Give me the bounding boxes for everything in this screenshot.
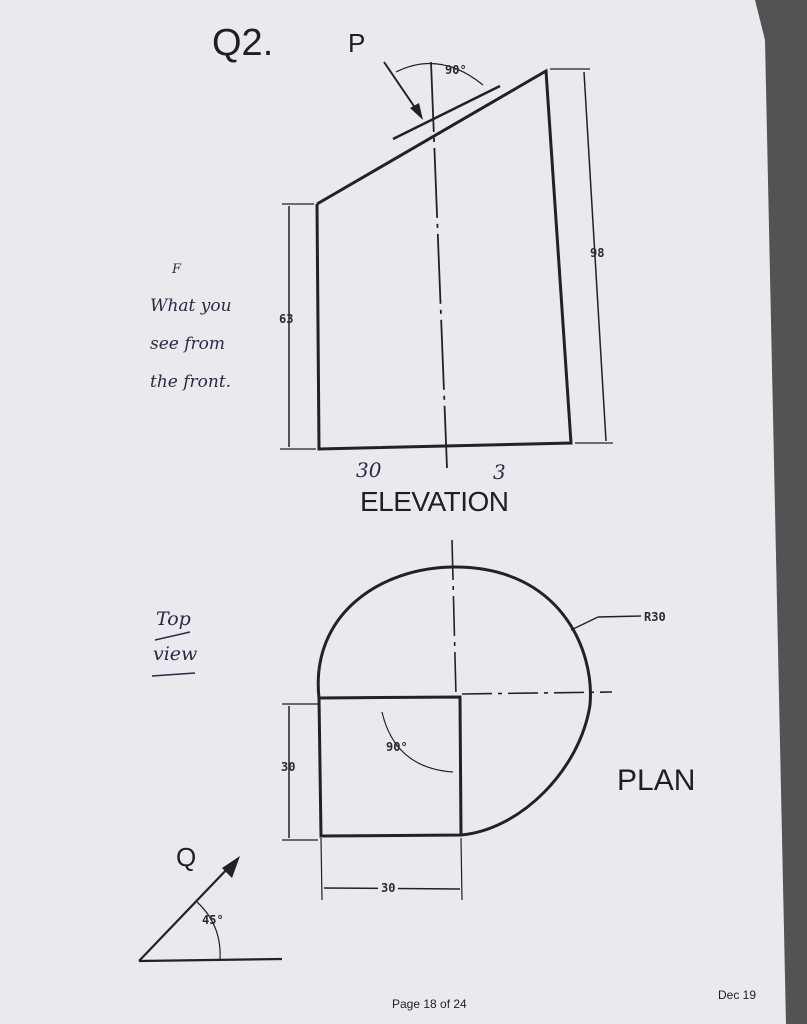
dim-bottom-30-label: 30 <box>378 881 399 895</box>
plan-vertical-centerline <box>451 539 457 697</box>
handwritten-front-line2: see from <box>150 334 226 354</box>
dim-line-98 <box>583 71 607 442</box>
question-title: Q2. <box>212 22 274 64</box>
dim-98-label: 98 <box>590 246 605 260</box>
handwritten-mark: F <box>172 262 182 277</box>
q-angle-label: 45° <box>202 913 224 927</box>
handwritten-front-line1: What you <box>150 296 232 316</box>
plan-angle-arc <box>381 711 454 773</box>
p-arrow-head <box>410 103 423 120</box>
plan-drawing <box>282 539 642 901</box>
q-arrow-line <box>138 865 231 962</box>
footer-date: Dec 19 <box>718 988 757 1002</box>
plan-angle-label: 90° <box>386 740 408 754</box>
elevation-angle-arc <box>395 62 484 86</box>
handwritten-elevation-30: 30 <box>356 458 382 482</box>
handwritten-front-line3: the front. <box>150 372 232 392</box>
elevation-centerline <box>430 61 448 469</box>
q-angle-arc <box>196 901 221 961</box>
q-arrow-diagram <box>138 856 283 963</box>
elevation-label: ELEVATION <box>360 486 509 517</box>
elevation-outline <box>315 68 573 451</box>
dim-left-30-label: 30 <box>281 760 296 774</box>
handwritten-top-line2: view <box>153 643 198 665</box>
view-arrow-q-label: Q <box>176 842 197 872</box>
handwritten-elevation-3: 3 <box>493 460 506 484</box>
plan-label: PLAN <box>617 764 696 797</box>
elevation-drawing <box>280 61 613 469</box>
radius-label: R30 <box>644 610 666 624</box>
elevation-angle-label: 90° <box>445 63 467 77</box>
q-arrow-head <box>222 856 240 878</box>
viewing-plane-line <box>392 84 501 141</box>
handwritten-top-line1: Top <box>156 608 191 630</box>
plan-horizontal-centerline <box>461 691 613 695</box>
r30-leader <box>570 616 599 631</box>
dim-63-label: 63 <box>279 312 294 326</box>
page-number: Page 18 of 24 <box>392 997 467 1011</box>
view-arrow-p-label: P <box>348 28 366 58</box>
plan-arc <box>316 565 592 837</box>
